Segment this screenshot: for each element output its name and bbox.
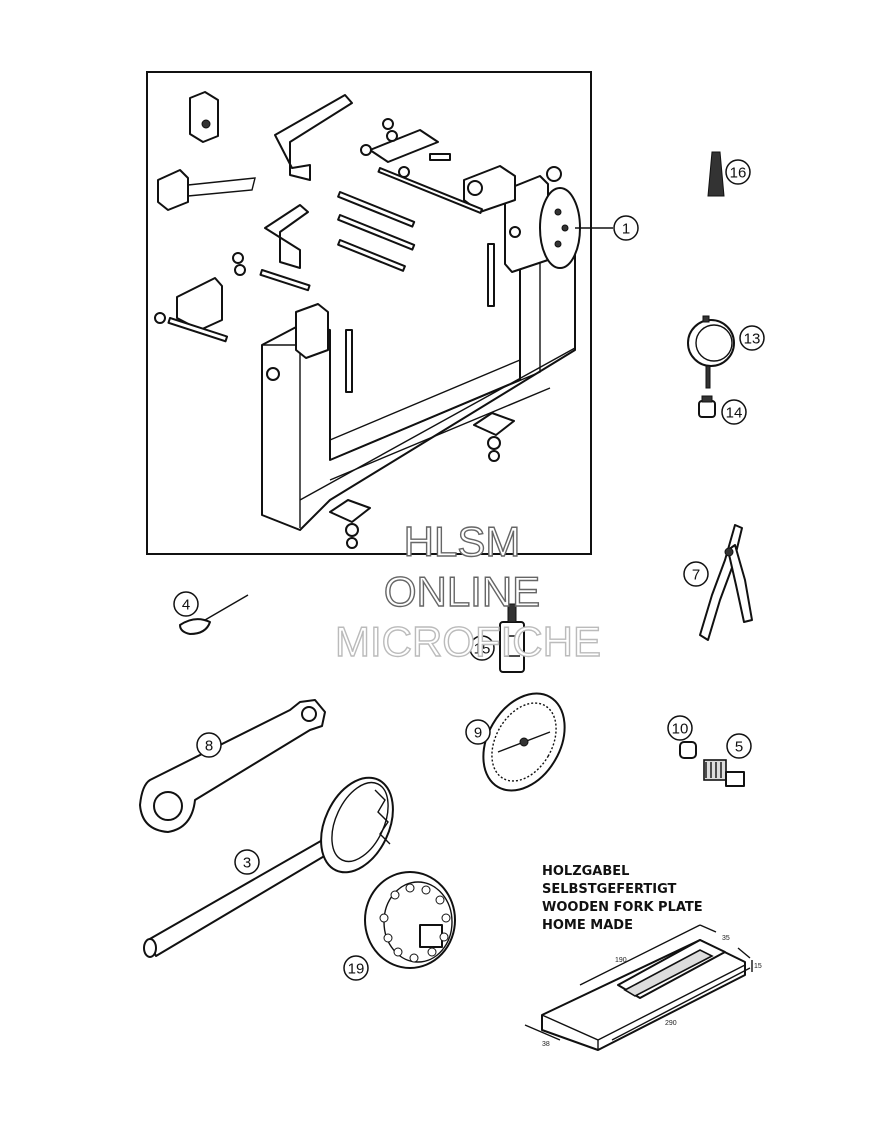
wooden-fork-plate-drawing: 190 35 15 290 38 xyxy=(524,924,762,1051)
svg-text:4: 4 xyxy=(182,597,190,614)
svg-text:1: 1 xyxy=(622,221,630,238)
svg-text:13: 13 xyxy=(744,331,761,348)
callout-15: 15 xyxy=(469,635,495,661)
callout-3: 3 xyxy=(234,849,260,875)
callout-19: 19 xyxy=(343,955,369,981)
callout-5: 5 xyxy=(726,733,752,759)
tool-7-pliers xyxy=(699,524,753,641)
tool-13-dial-gauge xyxy=(687,315,735,389)
tool-4-spoon xyxy=(179,594,249,635)
tool-15-bottle xyxy=(499,603,525,673)
note-line-1: HOLZGABEL xyxy=(542,864,629,879)
dimension-290: 290 xyxy=(665,1020,677,1027)
watermark-line-3: MICROFICHE xyxy=(335,618,601,665)
note-line-3: WOODEN FORK PLATE xyxy=(542,900,703,915)
callout-14: 14 xyxy=(721,399,747,425)
svg-text:5: 5 xyxy=(735,739,743,756)
fork-plate-note: HOLZGABEL SELBSTGEFERTIGT WOODEN FORK PL… xyxy=(542,864,703,933)
tool-8-wrench xyxy=(139,699,326,833)
watermark-line-2: ONLINE xyxy=(384,568,540,615)
callout-10: 10 xyxy=(667,715,693,741)
callouts: 1 16 13 14 7 4 15 9 xyxy=(173,159,765,981)
callout-13: 13 xyxy=(739,325,765,351)
callout-4: 4 xyxy=(173,591,199,617)
svg-text:19: 19 xyxy=(348,961,365,978)
tool-16-tube xyxy=(707,151,725,197)
dimension-35: 35 xyxy=(722,935,730,942)
svg-text:14: 14 xyxy=(726,405,743,422)
svg-text:15: 15 xyxy=(474,641,491,658)
svg-text:16: 16 xyxy=(730,165,747,182)
callout-8: 8 xyxy=(196,732,222,758)
watermark: HLSM ONLINE MICROFICHE xyxy=(334,517,601,665)
note-line-4: HOME MADE xyxy=(542,918,633,933)
svg-text:9: 9 xyxy=(474,725,482,742)
callout-16: 16 xyxy=(725,159,751,185)
dimension-190: 190 xyxy=(615,957,627,964)
svg-text:7: 7 xyxy=(692,567,700,584)
callout-7: 7 xyxy=(683,561,709,587)
tool-3-holder xyxy=(143,776,394,958)
tool-19-pulley xyxy=(364,871,456,969)
dimension-15: 15 xyxy=(754,963,762,970)
svg-text:8: 8 xyxy=(205,738,213,755)
engine-stand-drawing xyxy=(154,91,581,549)
dimension-38: 38 xyxy=(542,1041,550,1048)
callout-9: 9 xyxy=(465,719,491,745)
svg-text:10: 10 xyxy=(672,721,689,738)
tool-9-disc xyxy=(482,692,566,792)
note-line-2: SELBSTGEFERTIGT xyxy=(542,882,677,897)
svg-text:3: 3 xyxy=(243,855,251,872)
tool-10-5-fittings xyxy=(679,741,745,787)
watermark-line-1: HLSM xyxy=(404,518,521,565)
tool-14-fitting xyxy=(698,395,716,418)
assembly-1-frame-box xyxy=(146,71,592,555)
callout-1: 1 xyxy=(613,215,639,241)
bolt-row xyxy=(154,118,483,343)
